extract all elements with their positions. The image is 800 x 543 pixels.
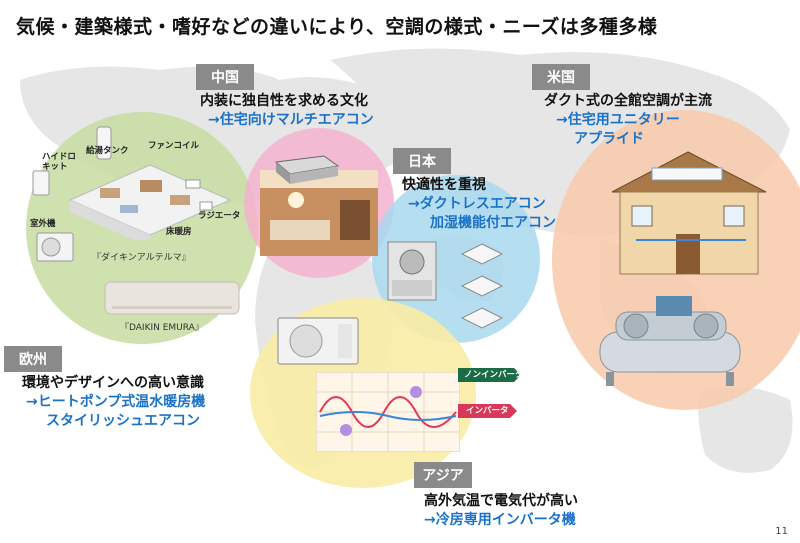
radiator-label: ラジエータ bbox=[198, 211, 241, 221]
hydro-kit-label: ハイドロ キット bbox=[42, 152, 76, 172]
china-living-room-photo bbox=[260, 170, 378, 256]
house-cutaway-illustration bbox=[68, 164, 232, 240]
region-tag-china: 中国 bbox=[196, 64, 254, 90]
asia-outdoor-unit bbox=[277, 317, 359, 365]
emura-wall-unit bbox=[104, 281, 240, 315]
inverter-label: インバータ bbox=[466, 406, 509, 416]
china-line2: →住宅向けマルチエアコン bbox=[208, 112, 374, 128]
region-tag-europe: 欧州 bbox=[4, 346, 62, 372]
non-inverter-label: ノンインバータ bbox=[464, 370, 524, 380]
usa-line1: ダクト式の全館空調が主流 bbox=[544, 93, 712, 109]
vrv-outdoor-unit bbox=[387, 241, 437, 301]
cassette-units-icon bbox=[460, 243, 504, 329]
china-description: 内装に独自性を求める文化 →住宅向けマルチエアコン bbox=[200, 92, 374, 130]
japan-line1: 快適性を重視 bbox=[402, 177, 486, 193]
page-title: 気候・建築様式・嗜好などの違いにより、空調の様式・ニーズは多種多様 bbox=[16, 16, 658, 38]
asia-line1: 高外気温で電気代が高い bbox=[424, 493, 578, 509]
region-tag-japan: 日本 bbox=[393, 148, 451, 174]
hydro-kit-icon bbox=[32, 170, 50, 196]
region-tag-asia: アジア bbox=[414, 462, 472, 488]
floor-heating-label: 床暖房 bbox=[166, 227, 192, 237]
europe-line2: →ヒートポンプ式温水暖房機 bbox=[26, 394, 206, 410]
outdoor-unit-label: 室外機 bbox=[30, 219, 56, 229]
chiller-illustration bbox=[599, 296, 741, 386]
china-line1: 内装に独自性を求める文化 bbox=[200, 93, 368, 109]
hot-water-tank-label: 給湯タンク bbox=[86, 146, 129, 156]
altherma-caption: 『ダイキンアルテルマ』 bbox=[92, 253, 191, 263]
emura-caption: 『DAIKIN EMURA』 bbox=[120, 323, 204, 333]
outdoor-unit-icon bbox=[36, 232, 74, 262]
region-tag-usa: 米国 bbox=[532, 64, 590, 90]
fan-coil-label: ファンコイル bbox=[148, 141, 200, 151]
inverter-arrow bbox=[458, 404, 517, 418]
asia-line2: →冷房専用インバータ機 bbox=[424, 512, 576, 528]
hot-water-tank-icon bbox=[96, 126, 112, 160]
non-inverter-arrow bbox=[458, 368, 521, 382]
japan-line2: →ダクトレスエアコン bbox=[408, 196, 546, 212]
japan-line3: 加湿機能付エアコン bbox=[430, 215, 556, 231]
europe-line3: スタイリッシュエアコン bbox=[46, 413, 200, 429]
usa-house-illustration bbox=[611, 151, 767, 275]
ducted-unit-icon bbox=[274, 155, 340, 184]
usa-line3: アプライド bbox=[574, 131, 644, 147]
page-number: 11 bbox=[775, 526, 788, 537]
usa-line2: →住宅用ユニタリー bbox=[556, 112, 680, 128]
japan-description: 快適性を重視 →ダクトレスエアコン 加湿機能付エアコン bbox=[402, 176, 556, 233]
inverter-comparison-chart bbox=[316, 372, 460, 452]
europe-line1: 環境やデザインへの高い意識 bbox=[22, 375, 204, 391]
asia-description: 高外気温で電気代が高い →冷房専用インバータ機 bbox=[424, 492, 578, 530]
usa-description: ダクト式の全館空調が主流 →住宅用ユニタリー アプライド bbox=[544, 92, 712, 149]
europe-description: 環境やデザインへの高い意識 →ヒートポンプ式温水暖房機 スタイリッシュエアコン bbox=[22, 374, 205, 431]
